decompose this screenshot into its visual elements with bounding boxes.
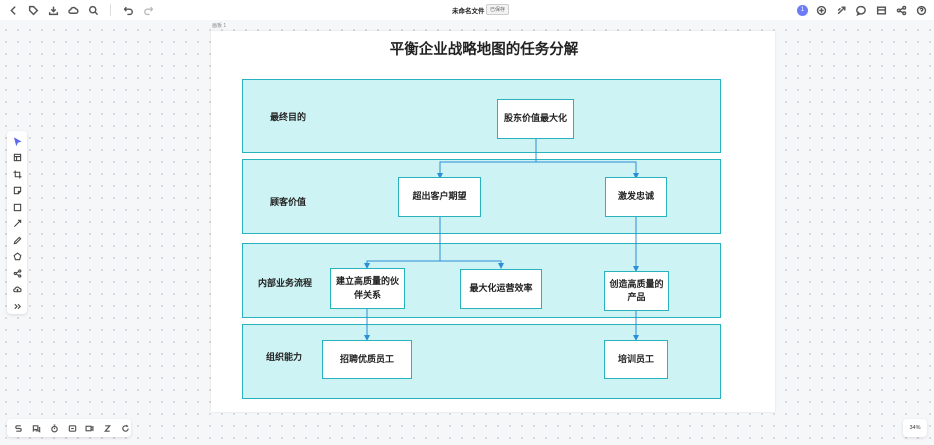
select-icon[interactable]	[12, 136, 22, 146]
toolbar-left	[6, 3, 155, 17]
bottom-toolbar	[7, 419, 131, 437]
band-label: 顾客价值	[270, 197, 307, 207]
canvas-frame[interactable]: 平衡企业战略地图的任务分解 最终目的 顾客价值 内部业务流程 组织能力 股东价值…	[211, 31, 775, 412]
card-icon[interactable]	[66, 421, 78, 435]
band-label: 组织能力	[266, 352, 303, 362]
zoom-level[interactable]: 34%	[903, 419, 927, 437]
line-icon[interactable]	[12, 218, 22, 228]
comment-icon[interactable]	[854, 3, 868, 17]
undo-icon[interactable]	[121, 3, 135, 17]
node-shareholder-value[interactable]: 股东价值最大化	[497, 99, 574, 139]
help-icon[interactable]	[914, 3, 928, 17]
search-icon[interactable]	[86, 3, 100, 17]
band-label: 内部业务流程	[258, 278, 313, 288]
layout-icon[interactable]	[874, 3, 888, 17]
toolbar-right: 1	[797, 3, 928, 17]
zzz-icon[interactable]	[102, 421, 114, 435]
tool-palette	[7, 131, 27, 314]
present-icon[interactable]	[834, 3, 848, 17]
crop-icon[interactable]	[12, 169, 22, 179]
rectangle-icon[interactable]	[12, 202, 22, 212]
tag-icon[interactable]	[26, 3, 40, 17]
more-icon[interactable]	[12, 301, 22, 311]
template-icon[interactable]	[13, 421, 25, 435]
node-efficiency[interactable]: 最大化运营效率	[460, 269, 542, 309]
chat-icon[interactable]	[31, 421, 43, 435]
timer-icon[interactable]	[48, 421, 60, 435]
node-recruit[interactable]: 招聘优质员工	[322, 340, 412, 379]
sticky-note-icon[interactable]	[12, 185, 22, 195]
save-status-badge: 已保存	[486, 4, 510, 15]
band-ultimate-goal[interactable]	[242, 79, 721, 153]
mindmap-icon[interactable]	[12, 268, 22, 278]
toolbar-divider	[110, 4, 111, 16]
redo-icon[interactable]	[141, 3, 155, 17]
diagram-title[interactable]: 平衡企业战略地图的任务分解	[389, 42, 579, 58]
top-toolbar: 未命名文件 已保存 1	[0, 0, 934, 20]
cloud-icon[interactable]	[66, 3, 80, 17]
download-icon[interactable]	[46, 3, 60, 17]
video-icon[interactable]	[84, 421, 96, 435]
avatar[interactable]: 1	[797, 4, 808, 16]
frame-icon[interactable]	[12, 152, 22, 162]
back-icon[interactable]	[6, 3, 20, 17]
share-icon[interactable]	[894, 3, 908, 17]
frame-label[interactable]: 画板 1	[212, 23, 227, 29]
node-inspire-loyalty[interactable]: 激发忠诚	[605, 177, 667, 217]
node-quality-product[interactable]: 创造高质量的产品	[604, 271, 669, 311]
document-title[interactable]: 未命名文件	[452, 8, 485, 15]
upload-icon[interactable]	[12, 284, 22, 294]
pen-icon[interactable]	[12, 235, 22, 245]
node-exceed-expectations[interactable]: 超出客户期望	[398, 177, 481, 217]
node-train[interactable]: 培训员工	[604, 340, 668, 379]
refresh-icon[interactable]	[119, 421, 131, 435]
band-label: 最终目的	[270, 112, 307, 122]
shape-icon[interactable]	[12, 251, 22, 261]
node-partnership[interactable]: 建立高质量的伙伴关系	[330, 268, 405, 309]
add-icon[interactable]	[814, 3, 828, 17]
